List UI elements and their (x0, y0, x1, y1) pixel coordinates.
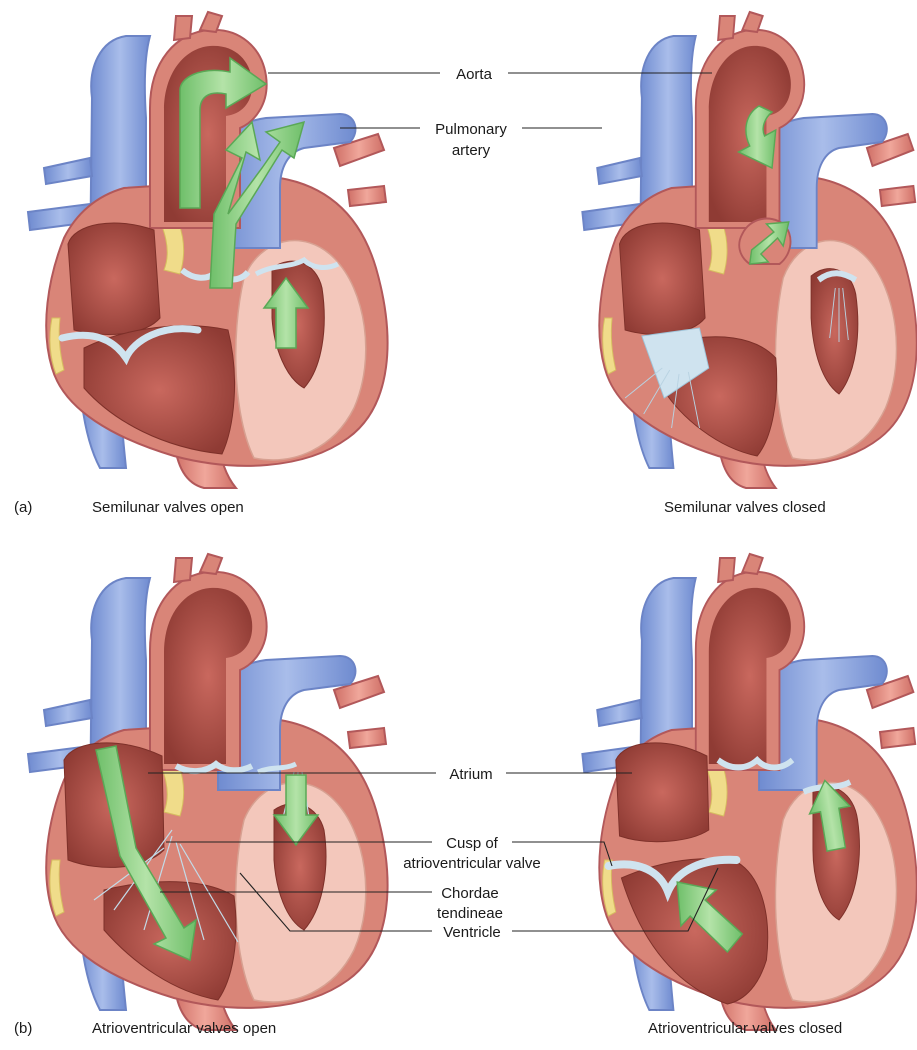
panel-b-right-caption: Atrioventricular valves closed (648, 1020, 842, 1037)
cusp-label-1: Cusp of (446, 835, 499, 852)
panel-a-left-caption: Semilunar valves open (92, 499, 244, 516)
panel-b-left-caption: Atrioventricular valves open (92, 1020, 276, 1037)
panel-a-letter: (a) (14, 499, 32, 516)
chordae-label-1: Chordae (441, 885, 499, 902)
panel-b-letter: (b) (14, 1020, 32, 1037)
chordae-label-2: tendineae (437, 905, 503, 922)
heart-av-open (28, 554, 388, 1030)
aorta-label: Aorta (456, 66, 493, 83)
pulmonary-artery-label-2: artery (452, 142, 491, 159)
cusp-label-2: atrioventricular valve (403, 855, 541, 872)
heart-av-closed (582, 554, 916, 1030)
panel-a-right-caption: Semilunar valves closed (664, 499, 826, 516)
atrium-label: Atrium (449, 766, 492, 783)
pulmonary-artery-label-1: Pulmonary (435, 121, 507, 138)
ventricle-label: Ventricle (443, 924, 501, 941)
heart-semilunar-closed (582, 12, 916, 488)
heart-semilunar-open (28, 12, 388, 488)
